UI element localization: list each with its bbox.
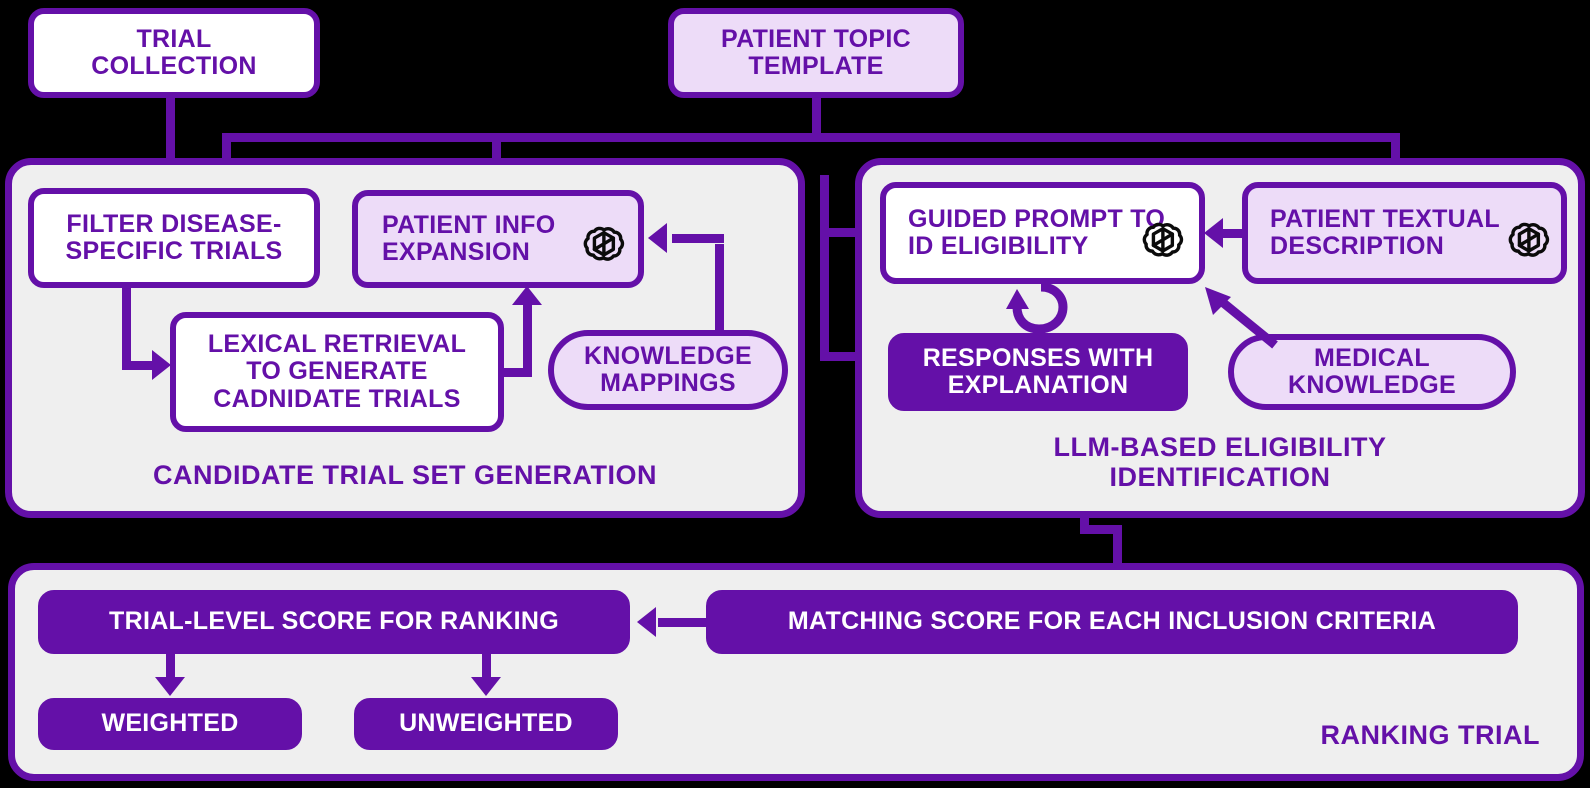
node-patient-textual-label: PATIENT TEXTUAL DESCRIPTION <box>1270 204 1500 260</box>
connector-filter-to-lexical-h <box>122 361 160 370</box>
connector-trial-to-weighted <box>166 654 175 682</box>
connector-matching-to-trial-level <box>658 618 708 627</box>
connector-knowledge-to-patientinfo-h <box>672 234 724 243</box>
node-trial-level-score-label: TRIAL-LEVEL SCORE FOR RANKING <box>109 607 559 636</box>
connector-ptt-to-patient-text <box>1391 133 1400 165</box>
panel-candidate-title: CANDIDATE TRIAL SET GENERATION <box>152 460 657 490</box>
node-unweighted[interactable]: UNWEIGHTED <box>354 698 618 750</box>
connector-llm-to-matching-h <box>1080 525 1122 534</box>
node-trial-level-score-for-ranking[interactable]: TRIAL-LEVEL SCORE FOR RANKING <box>38 590 630 654</box>
connector-ptt-to-filter <box>222 133 231 165</box>
arrowhead-trial-to-unweighted <box>471 677 501 696</box>
connector-knowledge-to-patientinfo-v <box>715 244 724 336</box>
connector-trial-to-filter <box>166 98 175 166</box>
node-responses-label: RESPONSES WITH EXPLANATION <box>922 343 1154 399</box>
arrowhead-knowledge-to-patientinfo <box>648 223 667 253</box>
panel-llm-title-line2: IDENTIFICATION <box>1109 462 1331 493</box>
node-patient-topic-template[interactable]: PATIENT TOPIC TEMPLATE <box>668 8 964 98</box>
node-medical-knowledge-label: MEDICAL KNOWLEDGE <box>1288 343 1456 399</box>
node-patient-info-label: PATIENT INFO EXPANSION <box>382 210 556 266</box>
node-guided-prompt-label: GUIDED PROMPT TO ID ELIGIBILITY <box>908 204 1166 260</box>
connector-candidate-to-guided-h2 <box>820 228 870 237</box>
connector-candidate-to-guided-v <box>820 175 829 360</box>
node-patient-topic-template-label: PATIENT TOPIC TEMPLATE <box>720 24 912 80</box>
node-patient-info-expansion[interactable]: PATIENT INFO EXPANSION <box>352 190 644 288</box>
node-trial-collection-label: TRIAL COLLECTION <box>91 24 257 80</box>
node-matching-score-label: MATCHING SCORE FOR EACH INCLUSION CRITER… <box>787 607 1437 636</box>
node-unweighted-label: UNWEIGHTED <box>399 709 573 738</box>
node-filter-label: FILTER DISEASE- SPECIFIC TRIALS <box>65 209 283 265</box>
panel-llm-title: LLM-BASED ELIGIBILITY IDENTIFICATION <box>865 432 1575 492</box>
node-patient-textual-description[interactable]: PATIENT TEXTUAL DESCRIPTION <box>1242 182 1567 284</box>
node-lexical-retrieval[interactable]: LEXICAL RETRIEVAL TO GENERATE CADNIDATE … <box>170 312 504 432</box>
node-weighted[interactable]: WEIGHTED <box>38 698 302 750</box>
openai-logo-icon <box>582 222 626 266</box>
node-knowledge-mappings-label: KNOWLEDGE MAPPINGS <box>584 341 752 397</box>
connector-llm-to-matching-v1 <box>1080 513 1089 534</box>
panel-llm-title-line1: LLM-BASED ELIGIBILITY <box>1053 432 1387 462</box>
node-guided-prompt-to-id-eligibility[interactable]: GUIDED PROMPT TO ID ELIGIBILITY <box>880 182 1205 284</box>
connector-candidate-to-guided-h <box>820 352 870 361</box>
panel-ranking-title: RANKING TRIAL <box>1320 720 1540 750</box>
connector-filter-to-lexical-v <box>122 288 131 370</box>
connector-llm-to-matching-v2 <box>1113 525 1122 571</box>
node-medical-knowledge[interactable]: MEDICAL KNOWLEDGE <box>1228 334 1516 410</box>
node-filter-disease-specific-trials[interactable]: FILTER DISEASE- SPECIFIC TRIALS <box>28 188 320 288</box>
circular-refresh-arrow-icon <box>1003 282 1075 335</box>
node-responses-with-explanation[interactable]: RESPONSES WITH EXPLANATION <box>888 333 1188 411</box>
connector-patienttext-to-guided <box>1223 229 1245 238</box>
connector-ptt-bus <box>222 133 1400 142</box>
node-weighted-label: WEIGHTED <box>101 709 239 738</box>
openai-logo-icon <box>1141 218 1185 262</box>
connector-lexical-to-patientinfo-h <box>504 368 532 377</box>
connector-trial-to-unweighted <box>482 654 491 682</box>
node-knowledge-mappings[interactable]: KNOWLEDGE MAPPINGS <box>548 330 788 410</box>
connector-medical-to-guided <box>1195 285 1285 351</box>
arrowhead-lexical-to-patientinfo <box>512 286 542 305</box>
node-trial-collection[interactable]: TRIAL COLLECTION <box>28 8 320 98</box>
arrowhead-filter-to-lexical <box>152 350 171 380</box>
connector-ptt-to-patient-info <box>492 133 501 165</box>
node-matching-score-inclusion-criteria[interactable]: MATCHING SCORE FOR EACH INCLUSION CRITER… <box>706 590 1518 654</box>
node-lexical-label: LEXICAL RETRIEVAL TO GENERATE CADNIDATE … <box>207 329 467 413</box>
arrowhead-trial-to-weighted <box>155 677 185 696</box>
openai-logo-icon <box>1507 218 1551 262</box>
connector-ptt-stem <box>812 98 821 133</box>
arrowhead-matching-to-trial-level <box>637 607 656 637</box>
connector-lexical-to-patientinfo-v <box>523 302 532 377</box>
arrowhead-patienttext-to-guided <box>1204 218 1223 248</box>
